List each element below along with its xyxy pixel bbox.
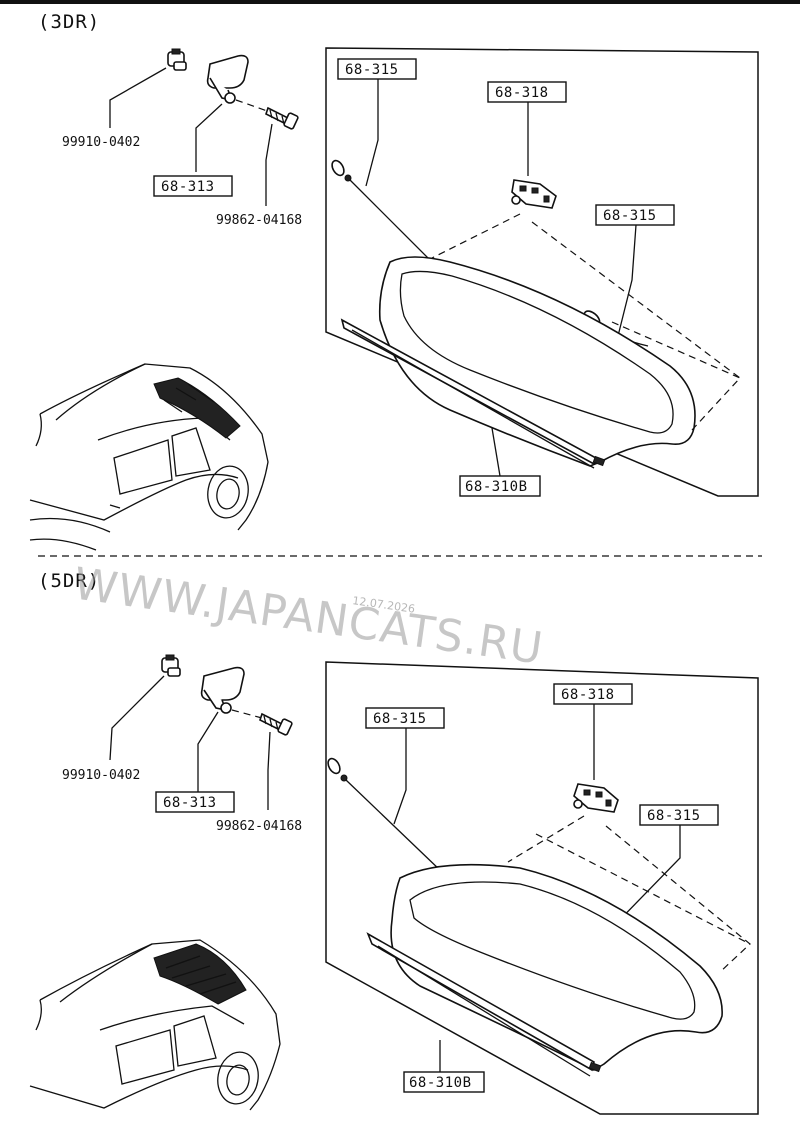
- leader-shelf-3dr: [491, 427, 501, 477]
- hook-part-icon: [206, 54, 249, 104]
- dash-shelf-right-3dr: [531, 221, 741, 431]
- section-label-3dr: (3DR): [38, 11, 100, 33]
- leader-clip-3dr: [109, 67, 167, 128]
- label-shelf-3dr: 68-310B: [465, 479, 528, 495]
- label-cord-right-5dr: 68-315: [647, 808, 701, 824]
- cord-left-part-icon: [331, 159, 433, 263]
- section-label-5dr: (5DR): [38, 570, 100, 592]
- leader-hook-3dr: [195, 103, 223, 172]
- label-hook-5dr: 68-313: [163, 795, 217, 811]
- label-shelf-5dr: 68-310B: [409, 1075, 472, 1091]
- bracket-part-icon: [511, 179, 557, 209]
- screw-part-icon: [259, 712, 293, 736]
- parts-frame-3dr: [325, 47, 759, 497]
- parcel-shelf-5dr-icon: [366, 863, 723, 1077]
- watermark-text: WWW.JAPANCATS.RU: [70, 558, 546, 674]
- parts-frame-5dr: [325, 661, 759, 1115]
- label-clip-5dr: 99910-0402: [62, 768, 140, 783]
- leader-cord-left-3dr: [365, 79, 379, 187]
- leader-clip-5dr: [109, 675, 165, 761]
- leader-screw-5dr: [267, 731, 271, 810]
- car-5dr-icon: [29, 939, 281, 1111]
- parcel-shelf-3dr-icon: [340, 256, 696, 469]
- dash-hook-screw-3dr: [235, 99, 271, 113]
- box-shelf-5dr: [403, 1071, 485, 1093]
- clip-part-icon: [161, 654, 181, 677]
- box-bracket-3dr: [487, 81, 567, 103]
- cord-left-part-icon: [327, 757, 443, 873]
- section-5dr: (5DR) 99910-0402 68-313 99862-04168: [29, 570, 759, 1115]
- label-bracket-3dr: 68-318: [495, 85, 549, 101]
- box-cord-left-3dr: [337, 58, 417, 80]
- box-shelf-3dr: [459, 475, 541, 497]
- leader-hook-5dr: [197, 711, 219, 792]
- label-cord-left-5dr: 68-315: [373, 711, 427, 727]
- leader-cord-right-5dr: [605, 825, 681, 935]
- clip-part-icon: [167, 48, 187, 71]
- dash-shelf-right2-5dr: [535, 833, 751, 945]
- box-cord-left-5dr: [365, 707, 445, 729]
- label-screw-5dr: 99862-04168: [216, 819, 302, 834]
- car-3dr-icon: [29, 363, 269, 551]
- top-border: [0, 0, 800, 4]
- bracket-part-icon: [573, 783, 619, 813]
- label-clip-3dr: 99910-0402: [62, 135, 140, 150]
- section-3dr: (3DR) 99910-0402 68-313 99862-04168: [29, 11, 759, 551]
- label-cord-left-3dr: 68-315: [345, 62, 399, 78]
- label-bracket-5dr: 68-318: [561, 687, 615, 703]
- leader-cord-left-5dr: [393, 728, 407, 825]
- box-hook-5dr: [155, 791, 235, 813]
- dash-bracket-5dr: [507, 815, 585, 863]
- label-hook-3dr: 68-313: [161, 179, 215, 195]
- box-hook-3dr: [153, 175, 233, 197]
- dash-hook-screw-5dr: [231, 709, 263, 719]
- label-cord-right-3dr: 68-315: [603, 208, 657, 224]
- dash-bracket-3dr: [431, 213, 521, 259]
- label-screw-3dr: 99862-04168: [216, 213, 302, 228]
- box-cord-right-3dr: [595, 204, 675, 226]
- leader-screw-3dr: [265, 123, 273, 206]
- hook-part-icon: [200, 666, 245, 714]
- box-bracket-5dr: [553, 683, 633, 705]
- box-cord-right-5dr: [639, 804, 719, 826]
- screw-part-icon: [265, 106, 299, 130]
- leader-cord-right-3dr: [617, 224, 637, 337]
